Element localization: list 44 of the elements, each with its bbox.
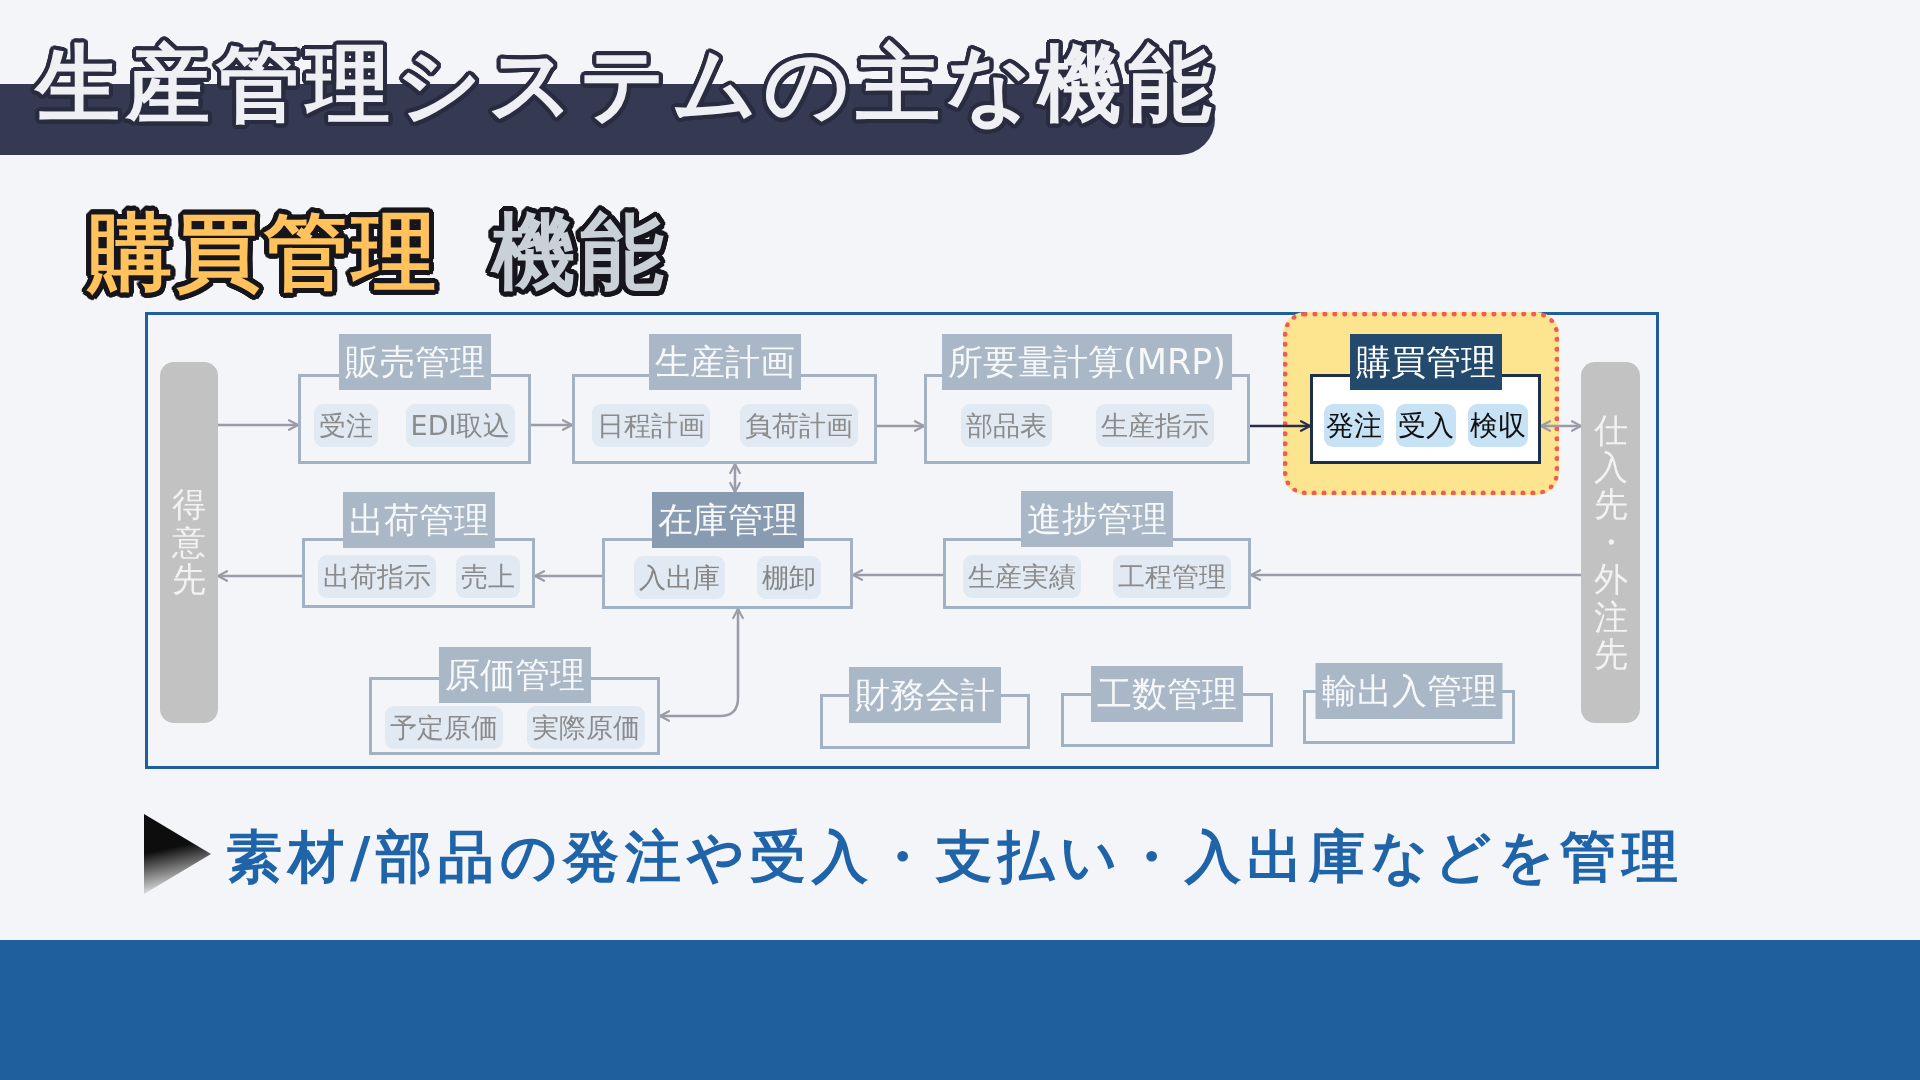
arrow: [1250, 420, 1312, 432]
function-tag: 棚卸: [757, 555, 821, 599]
module-title: 進捗管理: [1021, 491, 1173, 547]
function-tag: 発注: [1323, 404, 1384, 447]
module-title: 購買管理: [1349, 334, 1502, 390]
function-tag: 負荷計画: [739, 404, 858, 447]
section-title: 購買管理: [88, 202, 440, 303]
party-bar: [1581, 362, 1640, 723]
function-tag: 生産指示: [1095, 404, 1214, 447]
double-arrow: [729, 462, 741, 494]
arrow: [531, 419, 574, 431]
function-tag: 出荷指示: [317, 555, 436, 598]
function-tag: 部品表: [960, 404, 1052, 447]
function-tag: 実際原価: [526, 706, 645, 749]
function-tag: 受注: [313, 404, 378, 447]
function-tag: 入出庫: [634, 555, 725, 599]
module-title: 販売管理: [338, 334, 491, 390]
module-title: 生産計画: [648, 334, 801, 390]
arrow: [216, 570, 302, 582]
function-tag: EDI取込: [405, 404, 516, 447]
function-tag: 受入: [1395, 404, 1456, 447]
arrow: [218, 419, 300, 431]
module-title: 出荷管理: [342, 492, 495, 548]
arrow: [533, 570, 602, 582]
summary-text: 素材/部品の発注や受入・支払い・入出庫などを管理: [226, 823, 1685, 891]
function-tag: 工程管理: [1113, 555, 1231, 598]
double-arrow: [658, 607, 744, 722]
function-tag: 検収: [1467, 404, 1528, 447]
function-tag: 売上: [455, 555, 520, 598]
section-title: 機能: [492, 202, 668, 303]
function-tag: 日程計画: [591, 404, 710, 447]
function-tag: 予定原価: [384, 706, 503, 749]
party-bar: [160, 362, 218, 723]
module-title: 在庫管理: [651, 492, 804, 548]
arrow: [1249, 569, 1581, 581]
arrow: [877, 420, 926, 432]
module-title: 所要量計算(MRP): [942, 334, 1232, 390]
module-title: 輸出入管理: [1315, 663, 1503, 719]
function-tag: 生産実績: [963, 555, 1081, 598]
module-title: 原価管理: [438, 647, 591, 703]
double-arrow: [1539, 420, 1583, 432]
arrow: [851, 569, 943, 581]
module-title: 財務会計: [849, 667, 1001, 723]
module-title: 工数管理: [1091, 666, 1243, 722]
